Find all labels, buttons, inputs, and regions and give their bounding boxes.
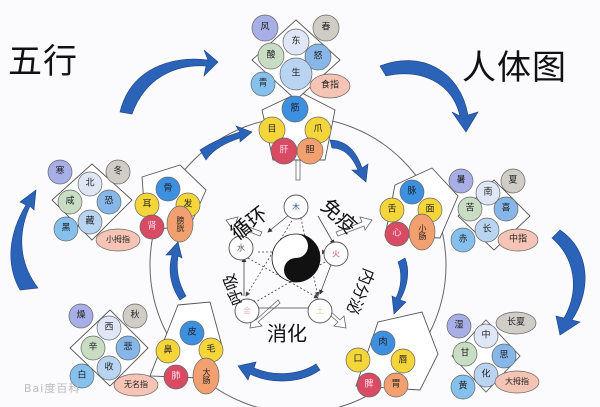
- fire-color: 赤: [458, 234, 468, 245]
- title-wuxing: 五行: [8, 42, 78, 82]
- element-water: 水: [237, 243, 245, 253]
- water-season: 冬: [113, 166, 123, 177]
- earth-finger: 大拇指: [505, 377, 529, 386]
- metal-zang: 肺: [171, 371, 181, 382]
- metal-direction: 西: [104, 322, 114, 333]
- element-wood: 木: [292, 202, 300, 212]
- earth-sense: 口: [353, 354, 363, 365]
- metal-finger: 无名指: [124, 380, 148, 389]
- wood-wind: 风: [260, 22, 270, 33]
- wood-tendon: 筋: [290, 103, 300, 114]
- earth-color: 黄: [458, 381, 468, 392]
- metal-fu: 大肠: [202, 368, 211, 384]
- metal-transform: 收: [104, 362, 114, 373]
- wood-color: 青: [258, 78, 268, 89]
- fire-season: 夏: [508, 175, 518, 186]
- metal-season: 秋: [130, 310, 140, 321]
- fire-transform: 长: [482, 224, 492, 235]
- element-fire: 火: [332, 249, 340, 259]
- earth-direction: 中: [481, 330, 491, 341]
- earth-transform: 化: [481, 369, 491, 380]
- earth-lip: 唇: [398, 355, 408, 366]
- wood-finger: 食指: [320, 80, 340, 91]
- water-hair: 发: [183, 199, 193, 210]
- watermark: Bai度百科: [24, 382, 81, 395]
- water-zang: 肾: [147, 221, 157, 232]
- water-direction: 北: [85, 178, 95, 189]
- fire-face: 面: [425, 204, 435, 215]
- earth-tissue: 肉: [378, 337, 388, 348]
- water-color: 黑: [61, 223, 71, 234]
- water-transform: 藏: [85, 216, 95, 227]
- function-digestion: 消化: [267, 321, 307, 346]
- earth-taste: 甘: [460, 348, 470, 359]
- water-fu: 膀胱: [176, 216, 185, 232]
- wood-sense: 目: [267, 124, 277, 135]
- wood-nail: 爪: [313, 124, 323, 135]
- fire-finger: 中指: [508, 234, 528, 245]
- fire-emotion: 喜: [501, 203, 511, 214]
- earth-season: 长夏: [506, 317, 526, 328]
- fire-direction: 南: [483, 187, 493, 198]
- fire-sense: 舌: [387, 204, 397, 215]
- metal-sense: 鼻: [163, 345, 173, 356]
- metal-taste: 辛: [88, 342, 98, 353]
- element-metal: 金: [243, 306, 251, 316]
- earth-emotion: 思: [499, 350, 509, 361]
- fire-zang: 心: [392, 228, 402, 239]
- water-tissue: 骨: [163, 183, 173, 194]
- water-weather: 寒: [55, 166, 65, 177]
- fire-fu: 小肠: [418, 224, 427, 240]
- element-earth: 土: [316, 306, 324, 316]
- wood-emotion: 怒: [313, 51, 323, 62]
- wood-transform: 生: [291, 68, 301, 79]
- water-finger: 小拇指: [106, 235, 130, 244]
- earth-fu: 胃: [391, 379, 401, 390]
- metal-hair: 毛: [206, 344, 216, 355]
- cycle-arrows: [10, 49, 586, 382]
- earth-zang: 脾: [364, 379, 374, 390]
- metal-weather: 燥: [76, 310, 86, 321]
- water-taste: 咸: [65, 196, 75, 207]
- wood-season: 春: [321, 22, 331, 33]
- title-human-body: 人体图: [462, 48, 567, 88]
- fire-taste: 苦: [465, 203, 475, 214]
- water-emotion: 恐: [104, 196, 114, 207]
- wood-fu: 胆: [305, 145, 315, 156]
- metal-emotion: 悲: [123, 342, 133, 353]
- wood-taste: 酸: [266, 50, 276, 61]
- water-sense: 耳: [142, 199, 152, 210]
- fire-tissue: 脉: [407, 186, 417, 197]
- earth-weather: 湿: [454, 320, 464, 331]
- metal-tissue: 皮: [187, 327, 197, 338]
- fire-weather: 暑: [456, 175, 466, 186]
- wood-direction: 东: [291, 36, 301, 47]
- metal-color: 白: [77, 370, 87, 381]
- yin-yang-icon: [271, 233, 321, 283]
- wood-zang: 肝: [279, 145, 289, 156]
